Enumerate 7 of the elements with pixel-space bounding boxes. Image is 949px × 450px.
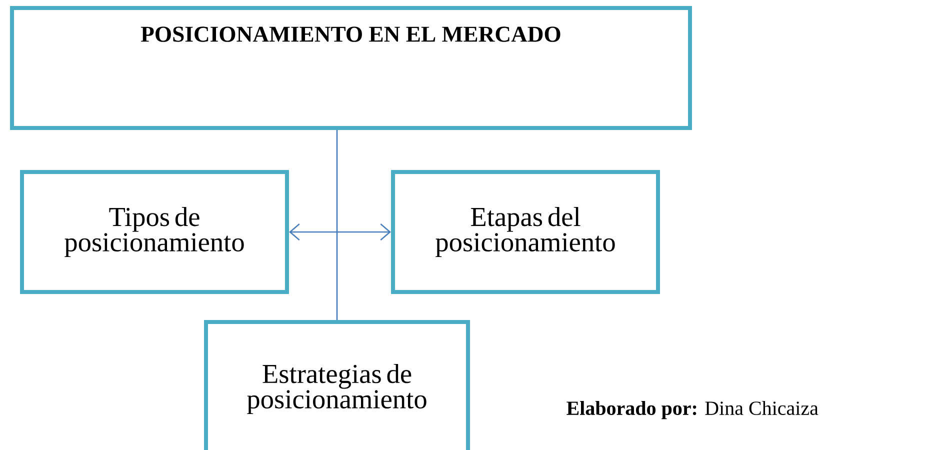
double-arrow bbox=[289, 224, 392, 241]
text-box: Estrategias de posicionamiento bbox=[204, 320, 470, 450]
credit-note: Elaborado por: Dina Chicaiza bbox=[566, 400, 818, 420]
connector-line bbox=[336, 130, 338, 320]
text-box: Etapas del posicionamiento bbox=[391, 170, 660, 294]
text-box: Tipos de posicionamiento bbox=[20, 170, 289, 294]
title-box: POSICIONAMIENTO EN EL MERCADO bbox=[10, 6, 692, 130]
